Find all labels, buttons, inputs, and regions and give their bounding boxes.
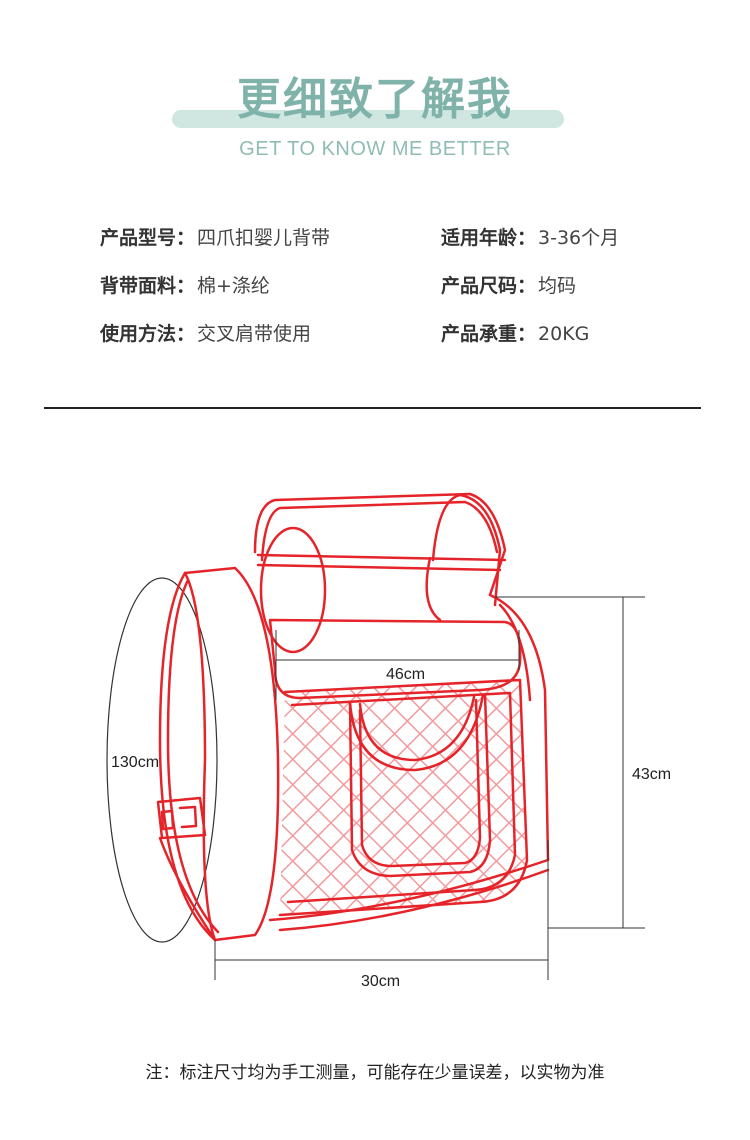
spec-label: 适用年龄： (436, 223, 537, 253)
spec-value: 四爪扣婴儿背带 (197, 227, 331, 249)
spec-label: 产品尺码： (436, 271, 537, 301)
spec-age: 适用年龄：3-36个月 (436, 223, 620, 253)
spec-label: 使用方法： (95, 319, 196, 349)
spec-usage: 使用方法：交叉肩带使用 (95, 319, 312, 349)
right-side-strap (488, 593, 550, 862)
spec-label: 背带面料： (95, 271, 196, 301)
buckle-clip-icon (178, 805, 198, 829)
top-band (253, 492, 507, 597)
mesh-border (278, 678, 529, 917)
spec-value: 交叉肩带使用 (197, 323, 312, 345)
page-title: 更细致了解我 (237, 74, 513, 125)
spec-label: 产品承重： (436, 319, 537, 349)
mesh-border-inner (286, 691, 517, 904)
section-divider (44, 407, 701, 409)
waist-loop-outline (106, 577, 218, 943)
mesh-panel (280, 680, 527, 915)
spec-model: 产品型号：四爪扣婴儿背带 (95, 223, 331, 253)
right-shoulder-tube-front (425, 556, 442, 622)
pocket-flap-outer (348, 693, 485, 772)
belt-lower-strap (158, 836, 217, 942)
measurement-note: 注：标注尺寸均为手工测量，可能存在少量误差，以实物为准 (145, 1063, 605, 1083)
top-band-inner (260, 500, 499, 562)
spec-fabric: 背带面料：棉+涤纶 (95, 271, 270, 301)
top-panel-edge (256, 553, 507, 562)
left-shoulder-tube (259, 526, 327, 654)
dim-height-label: 43cm (632, 766, 672, 783)
title-highlight-bar (172, 110, 564, 128)
pocket-flap-inner (358, 695, 476, 762)
top-panel-edge-inner (256, 563, 502, 572)
dim-depth-label: 30cm (361, 973, 401, 990)
spec-value: 3-36个月 (538, 227, 620, 249)
seat-bottom-edge (268, 858, 550, 922)
waist-belt-back (158, 571, 217, 942)
waist-belt-back-inner (166, 578, 220, 934)
spec-value: 20KG (538, 323, 590, 345)
spec-size: 产品尺码：均码 (436, 271, 577, 301)
page-subtitle: GET TO KNOW ME BETTER (239, 138, 511, 160)
spec-label: 产品型号： (95, 223, 196, 253)
pocket-inner (358, 698, 482, 868)
dim-width-label: 46cm (386, 666, 426, 683)
buckle-slot-icon (160, 809, 175, 831)
dim-waist-label: 130cm (111, 754, 160, 771)
product-diagram: 46cm 43cm 130cm 30cm (0, 440, 750, 1040)
buckle-icon (156, 796, 207, 840)
spec-load: 产品承重：20KG (436, 319, 590, 349)
baby-carrier-drawing (106, 492, 645, 980)
pocket-outer (348, 693, 492, 878)
right-shoulder-tube (431, 493, 502, 607)
headrest-band (268, 618, 522, 700)
title-block: 更细致了解我 (0, 70, 750, 140)
waist-belt-front (183, 566, 280, 942)
spec-value: 均码 (538, 275, 577, 297)
spec-value: 棉+涤纶 (197, 275, 270, 297)
seat-bottom-edge-inner (278, 868, 550, 932)
